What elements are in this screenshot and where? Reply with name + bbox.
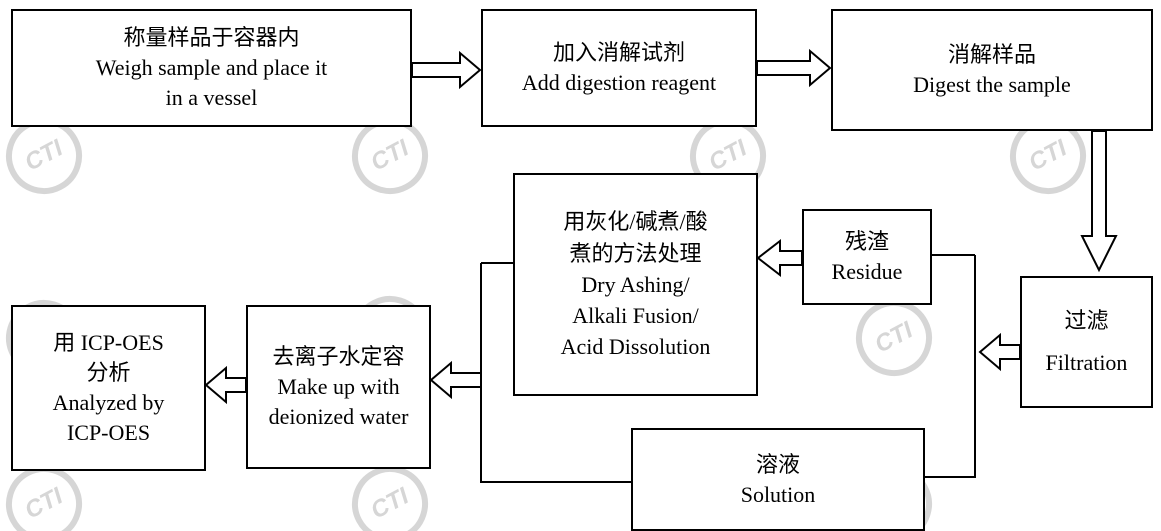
- solution-out-line: [480, 263, 631, 483]
- step-label-zh: 加入消解试剂: [552, 40, 685, 66]
- step-label-en: deionized water: [268, 403, 409, 429]
- arrow-into-branch: [978, 332, 1021, 372]
- step-label-zh: 用 ICP-OES: [53, 330, 164, 356]
- step-label-en: Add digestion reagent: [521, 70, 717, 95]
- step-digest-sample: 消解样品 Digest the sample: [831, 9, 1153, 131]
- step-label-zh: 煮的方法处理: [569, 240, 702, 266]
- branch-line: [925, 255, 976, 478]
- step-solution: 溶液 Solution: [631, 428, 925, 531]
- step-label-zh: 残渣: [844, 229, 889, 255]
- step-deionized-water-dilution: 去离子水定容 Make up with deionized water: [246, 305, 431, 469]
- step-label-en: Alkali Fusion/: [572, 303, 699, 329]
- step-label-en: in a vessel: [165, 84, 258, 110]
- step-label-en: ICP-OES: [66, 419, 151, 445]
- step-label-en: Solution: [740, 481, 816, 507]
- step-add-digestion-reagent: 加入消解试剂 Add digestion reagent: [481, 9, 757, 127]
- step-residue: 残渣 Residue: [802, 209, 932, 305]
- arrow-digest-to-filtration: [1080, 130, 1118, 273]
- step-label-en: Filtration: [1045, 350, 1128, 375]
- step-weigh-sample: 称量样品于容器内 Weigh sample and place it in a …: [11, 9, 412, 127]
- step-label-zh: 过滤: [1064, 308, 1109, 334]
- step-label-en: Residue: [831, 259, 903, 284]
- step-label-en: Weigh sample and place it: [95, 55, 328, 81]
- step-filtration: 过滤 Filtration: [1020, 276, 1153, 408]
- arrow-into-dilute: [429, 360, 482, 400]
- step-label-zh: 分析: [86, 360, 131, 386]
- arrow-dilute-to-analyze: [204, 365, 247, 405]
- step-label-zh: 溶液: [755, 451, 800, 477]
- step-analyze-icp-oes: 用 ICP-OES 分析 Analyzed by ICP-OES: [11, 305, 206, 471]
- step-label-zh: 去离子水定容: [272, 344, 405, 370]
- arrow-residue-to-treat: [756, 238, 803, 278]
- step-label-en: Digest the sample: [913, 72, 1071, 97]
- step-label-zh: 用灰化/碱煮/酸: [563, 209, 708, 235]
- step-label-en: Acid Dissolution: [560, 334, 711, 360]
- arrow-weigh-to-reagent: [411, 50, 482, 90]
- step-residue-treatment: 用灰化/碱煮/酸 煮的方法处理 Dry Ashing/ Alkali Fusio…: [513, 173, 758, 396]
- arrow-reagent-to-digest: [756, 48, 832, 88]
- step-label-en: Dry Ashing/: [581, 271, 690, 297]
- step-label-zh: 消解样品: [947, 42, 1036, 68]
- step-label-en: Analyzed by: [52, 390, 165, 415]
- step-label-zh: 称量样品于容器内: [123, 25, 300, 51]
- step-label-en: Make up with: [277, 374, 400, 400]
